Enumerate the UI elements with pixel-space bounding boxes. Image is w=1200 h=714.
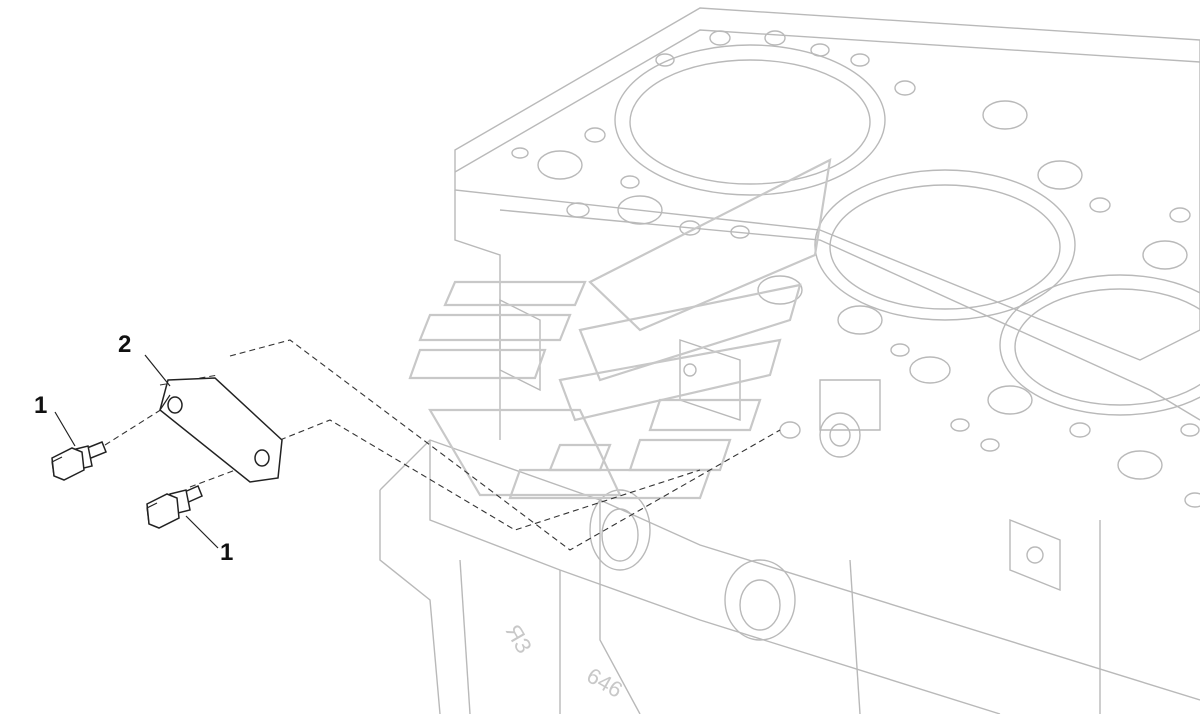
plate-hole-lower — [254, 449, 270, 467]
bolt-lower — [146, 484, 203, 529]
leader-plate — [144, 354, 171, 387]
watermark-logo — [408, 158, 832, 500]
cylinder-bore-1 — [614, 44, 886, 196]
bolt-upper — [51, 441, 107, 481]
block-fitting — [819, 412, 861, 458]
callout-plate: 2 — [118, 331, 131, 358]
callout-bolt-lower: 1 — [220, 539, 233, 566]
cylinder-bore-2 — [814, 169, 1076, 321]
leader-bolt-upper — [54, 411, 76, 447]
leader-bolt-lower — [185, 515, 219, 549]
block-boss-1 — [589, 489, 651, 571]
plate-hole-upper — [167, 396, 183, 414]
cylinder-bore-3 — [999, 274, 1200, 416]
engine-block: ЯЗ 646 — [379, 7, 1200, 714]
callout-bolt-upper: 1 — [34, 392, 47, 419]
cast-marking: ЯЗ — [501, 620, 537, 658]
cast-marking-2: 646 — [583, 663, 627, 703]
cylinder-head-gasket — [454, 7, 1200, 361]
cover-plate — [159, 377, 283, 483]
block-boss-2 — [724, 559, 796, 641]
